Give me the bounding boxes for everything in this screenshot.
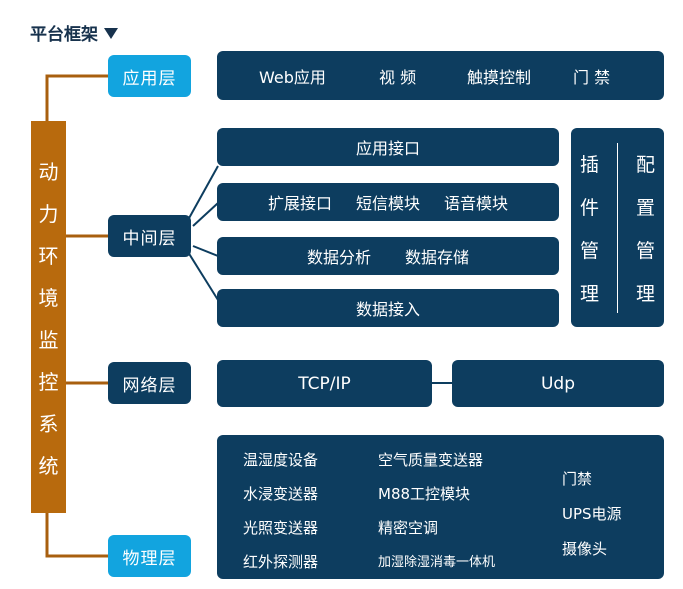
device-item: 摄像头 bbox=[562, 540, 608, 558]
app-interface-box: 应用接口 bbox=[217, 128, 559, 166]
device-item: 温湿度设备 bbox=[243, 451, 319, 469]
physical-col1: 温湿度设备 水浸变送器 光照变送器 红外探测器 bbox=[243, 449, 318, 572]
device-item: 空气质量变送器 bbox=[378, 451, 484, 469]
app-interface-label: 应用接口 bbox=[355, 139, 420, 158]
config-management: 配 置 管 理 bbox=[636, 150, 655, 306]
physical-col3: 门禁 UPS电源 摄像头 bbox=[562, 468, 622, 559]
device-item: M88工控模块 bbox=[378, 485, 471, 503]
tcp-ip-box: TCP/IP bbox=[217, 360, 432, 407]
fan-line-app-interface bbox=[187, 165, 219, 221]
plugin-char: 件 bbox=[579, 196, 599, 219]
system-char: 控 bbox=[38, 369, 59, 394]
layer-network: 网络层 bbox=[108, 362, 191, 404]
sms-module: 短信模块 bbox=[355, 194, 420, 213]
data-storage: 数据存储 bbox=[405, 248, 470, 267]
device-item: 光照变送器 bbox=[243, 519, 319, 537]
udp-label: Udp bbox=[540, 373, 576, 394]
connector-physical bbox=[45, 512, 108, 558]
system-char: 动 bbox=[38, 159, 59, 184]
device-item: UPS电源 bbox=[562, 505, 622, 523]
extension-interface: 扩展接口 bbox=[267, 194, 332, 213]
system-char: 统 bbox=[38, 453, 59, 478]
fan-line-data-access bbox=[187, 251, 219, 301]
title-text: 平台框架 bbox=[30, 25, 98, 45]
physical-box: 温湿度设备 水浸变送器 光照变送器 红外探测器 空气质量变送器 M88工控模块 … bbox=[217, 435, 664, 579]
system-char: 境 bbox=[38, 285, 59, 310]
management-box: 插 件 管 理 配 置 管 理 bbox=[571, 128, 664, 327]
device-item: 门禁 bbox=[562, 470, 593, 488]
system-char: 力 bbox=[38, 201, 59, 226]
data-access-box: 数据接入 bbox=[217, 289, 559, 327]
device-item: 精密空调 bbox=[378, 519, 439, 537]
app-item-access: 门 禁 bbox=[573, 67, 611, 87]
system-char: 系 bbox=[38, 411, 59, 436]
device-item: 红外探测器 bbox=[243, 553, 319, 571]
middle-row3-box: 数据分析 数据存储 bbox=[217, 237, 559, 275]
layer-middle: 中间层 bbox=[108, 215, 191, 257]
system-char: 监 bbox=[38, 327, 59, 352]
connector-application bbox=[45, 74, 108, 121]
application-box: Web应用 视 频 触摸控制 门 禁 bbox=[217, 51, 664, 100]
management-divider bbox=[616, 142, 618, 313]
udp-box: Udp bbox=[452, 360, 664, 407]
config-char: 置 bbox=[635, 196, 655, 219]
physical-col2: 空气质量变送器 M88工控模块 精密空调 加湿除湿消毒一体机 bbox=[378, 449, 495, 570]
system-char: 环 bbox=[38, 243, 59, 268]
layer-physical: 物理层 bbox=[108, 535, 191, 577]
device-item: 水浸变送器 bbox=[243, 485, 319, 503]
system-bar: 动 力 环 境 监 控 系 统 bbox=[31, 121, 66, 513]
plugin-char: 理 bbox=[579, 282, 599, 305]
fan-line-row3 bbox=[192, 245, 219, 257]
triangle-down-icon bbox=[104, 28, 118, 39]
voice-module: 语音模块 bbox=[444, 194, 509, 213]
device-item: 加湿除湿消毒一体机 bbox=[378, 555, 496, 570]
tcp-ip-label: TCP/IP bbox=[298, 373, 351, 394]
plugin-char: 管 bbox=[579, 239, 599, 262]
app-item-video: 视 频 bbox=[379, 67, 417, 87]
layer-application: 应用层 bbox=[108, 55, 191, 97]
plugin-char: 插 bbox=[579, 153, 599, 176]
data-access-label: 数据接入 bbox=[355, 300, 420, 319]
fan-line-row2 bbox=[192, 202, 219, 227]
config-char: 理 bbox=[635, 282, 655, 305]
middle-row2-box: 扩展接口 短信模块 语音模块 bbox=[217, 183, 559, 221]
plugin-management: 插 件 管 理 bbox=[580, 150, 599, 306]
data-analysis: 数据分析 bbox=[306, 248, 371, 267]
page-title: 平台框架 bbox=[30, 20, 118, 45]
app-item-touch: 触摸控制 bbox=[467, 67, 532, 87]
config-char: 配 bbox=[635, 153, 655, 176]
config-char: 管 bbox=[635, 239, 655, 262]
app-item-web: Web应用 bbox=[259, 67, 326, 87]
